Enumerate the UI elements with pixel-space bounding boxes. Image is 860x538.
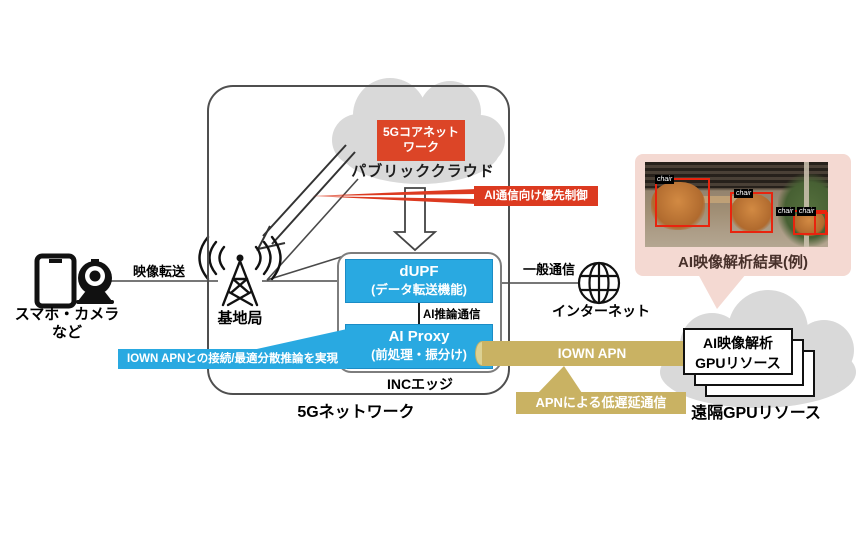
dupf-proxy-connector: [418, 303, 420, 324]
network-5g-frame: [207, 85, 510, 395]
photo-table: [655, 196, 755, 203]
ai-inference-comm-label: AI推論通信: [423, 309, 481, 321]
webcam-icon: [76, 259, 114, 304]
iown-apn-pipe: IOWN APN: [482, 341, 702, 366]
internet-globe-icon: [577, 261, 621, 305]
detection-box-2: [730, 192, 773, 233]
network-5g-label: 5Gネットワーク: [297, 404, 415, 421]
analysis-photo: chair chair chair chair: [645, 162, 828, 247]
dupf-label-line2: (データ転送機能): [371, 283, 467, 297]
ai-proxy-label-line1: AI Proxy: [388, 328, 450, 345]
detection-tag-4: chair: [797, 207, 817, 216]
gpu-paper-label-line1: AI映像解析: [703, 335, 773, 351]
apn-low-latency-callout: APNによる低遅延通信: [516, 392, 686, 414]
video-transfer-label: 映像転送: [132, 264, 185, 279]
gpu-paper-label-line2: GPUリソース: [695, 355, 781, 371]
base-station-label: 基地局: [217, 310, 263, 327]
devices-label-line1: スマホ・カメラ: [14, 306, 120, 323]
detection-box-1: [655, 178, 710, 227]
priority-control-callout: AI通信向け優先制御: [474, 186, 598, 206]
dupf-label-line1: dUPF: [399, 263, 439, 280]
detection-tag-2: chair: [734, 189, 754, 198]
detection-tag-3: chair: [776, 207, 796, 216]
analysis-result-caption: AI映像解析結果(例): [678, 254, 808, 271]
photo-chair-2: [731, 194, 773, 232]
photo-pole: [804, 162, 810, 247]
ai-proxy-label-line2: (前処理・振分け): [371, 348, 467, 362]
base-station-icon: [198, 235, 282, 307]
inc-edge-label: INCエッジ: [386, 376, 454, 392]
smartphone-icon: [34, 253, 77, 309]
internet-label: インターネット: [552, 303, 650, 319]
core-network-label-line1: 5Gコアネット: [382, 125, 459, 139]
public-cloud-label: パブリッククラウド: [351, 163, 495, 180]
ai-proxy-box: AI Proxy (前処理・振分け): [345, 324, 493, 369]
general-comm-label: 一般通信: [522, 262, 575, 277]
remote-gpu-label: 遠隔GPUリソース: [691, 405, 821, 422]
core-network-box: 5Gコアネット ワーク: [377, 120, 465, 161]
devices-label-line2: など: [51, 324, 82, 341]
devices-label: スマホ・カメラ など: [6, 306, 128, 342]
detection-tag-1: chair: [655, 175, 675, 184]
gpu-paper-front: AI映像解析 GPUリソース: [683, 328, 793, 375]
dupf-box: dUPF (データ転送機能): [345, 259, 493, 303]
core-network-label-line2: ワーク: [402, 140, 439, 154]
photo-chair-1: [651, 182, 705, 230]
iown-connect-callout: IOWN APNとの接続/最適分散推論を実現: [118, 349, 347, 369]
detection-box-4: [814, 212, 828, 235]
